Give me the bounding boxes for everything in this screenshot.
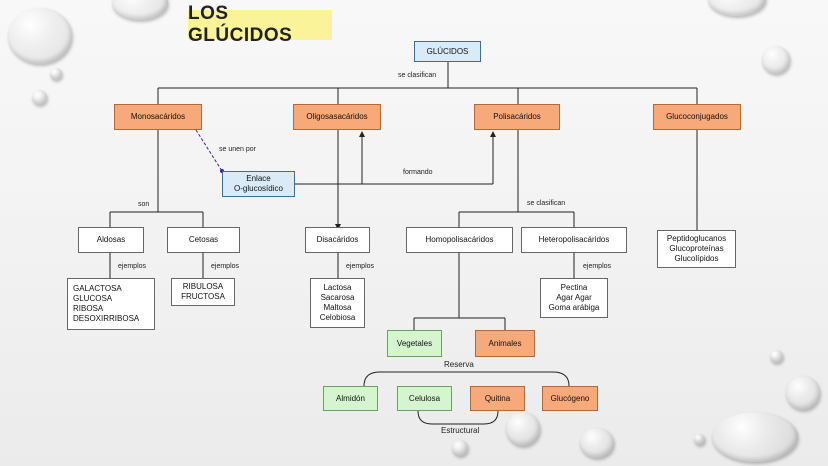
node-homopolisacaridos: Homopolisacáridos <box>406 227 513 253</box>
node-quitina: Quitina <box>470 386 525 411</box>
list-item: Sacarosa <box>320 293 355 302</box>
edge-label-se-unen-por: se unen por <box>219 146 256 153</box>
water-drop-decoration <box>8 8 72 64</box>
edge-label-ejemplos: ejemplos <box>211 263 240 270</box>
list-item: GLUCOSA <box>73 294 113 303</box>
node-polisacaridos: Polisacáridos <box>474 104 560 130</box>
cetosas-examples: RIBULOSA FRUCTOSA <box>171 278 235 306</box>
bracket-label-estructural: Estructural <box>441 426 480 435</box>
enlace-line: Enlace <box>246 174 271 183</box>
page-title: LOS GLÚCIDOS <box>188 3 332 46</box>
node-glucidos: GLÚCIDOS <box>414 41 481 62</box>
edge-label-se-clasifican: se clasifican <box>398 72 437 79</box>
list-item: DESOXIRRIBOSA <box>73 314 140 323</box>
list-item: RIBULOSA <box>182 282 224 291</box>
water-drop-decoration <box>694 434 705 445</box>
list-item: Celobiosa <box>319 313 356 322</box>
list-item: Lactosa <box>323 283 352 292</box>
aldosas-examples: GALACTOSA GLUCOSA RIBOSA DESOXIRRIBOSA <box>67 278 155 330</box>
node-glucoconjugados: Glucoconjugados <box>653 104 741 130</box>
enlace-line: O-glucosídico <box>234 184 283 193</box>
water-drop-decoration <box>452 440 468 456</box>
water-drop-decoration <box>712 412 798 462</box>
list-item: Pectina <box>560 283 588 292</box>
disacaridos-examples: Lactosa Sacarosa Maltosa Celobiosa <box>310 278 365 328</box>
list-item: Agar Agar <box>556 293 592 302</box>
node-heteropolisacaridos: Heteropolisacáridos <box>521 227 627 253</box>
list-item: RIBOSA <box>73 304 104 313</box>
node-vegetales: Vegetales <box>387 330 442 357</box>
node-disacaridos: Disacáridos <box>305 227 370 253</box>
node-animales: Animales <box>475 330 535 357</box>
node-aldosas: Aldosas <box>78 227 144 253</box>
edge-label-se-clasifican-poly: se clasifican <box>527 200 566 207</box>
bracket-label-reserva: Reserva <box>444 360 474 369</box>
heteropolisacaridos-examples: Pectina Agar Agar Goma arábiga <box>540 278 608 318</box>
edge-label-formando: formando <box>403 169 433 176</box>
list-item: Glucolípidos <box>674 254 719 263</box>
list-item: Maltosa <box>323 303 352 312</box>
water-drop-decoration <box>50 68 62 80</box>
node-monosacaridos: Monosacáridos <box>114 104 202 130</box>
list-item: FRUCTOSA <box>181 292 225 301</box>
water-drop-decoration <box>762 46 790 74</box>
node-enlace-o-glucosidico: Enlace O-glucosídico <box>222 171 295 197</box>
water-drop-decoration <box>580 428 614 458</box>
list-item: Peptidoglucanos <box>666 234 727 243</box>
water-drop-decoration <box>506 412 540 446</box>
edge-label-ejemplos: ejemplos <box>346 263 375 270</box>
water-drop-decoration <box>32 90 47 105</box>
edge-label-ejemplos: ejemplos <box>118 263 147 270</box>
node-oligosacaridos: Oligosasacáridos <box>293 104 381 130</box>
node-almidon: Almidón <box>323 386 378 411</box>
list-item: Glucoproteínas <box>669 244 724 253</box>
node-glucogeno: Glucógeno <box>542 386 598 411</box>
glucoconjugados-examples: Peptidoglucanos Glucoproteínas Glucolípi… <box>657 230 736 268</box>
list-item: Goma arábiga <box>548 303 600 312</box>
water-drop-decoration <box>770 350 783 363</box>
water-drop-decoration <box>708 0 766 16</box>
water-drop-decoration <box>112 0 168 20</box>
edge-label-ejemplos: ejemplos <box>583 263 612 270</box>
node-cetosas: Cetosas <box>167 227 240 253</box>
node-celulosa: Celulosa <box>397 386 452 411</box>
edge-label-son: son <box>138 201 150 208</box>
list-item: GALACTOSA <box>73 284 122 293</box>
water-drop-decoration <box>786 376 820 410</box>
